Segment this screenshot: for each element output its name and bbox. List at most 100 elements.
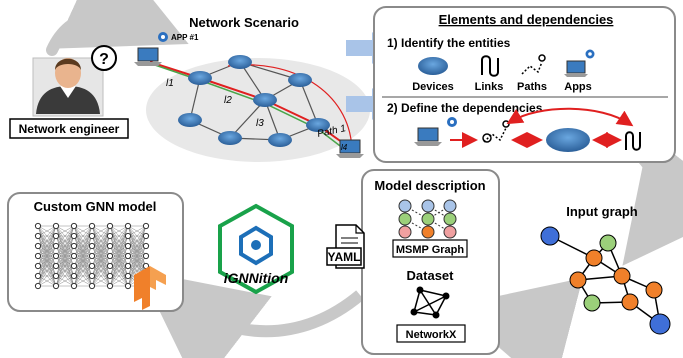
yaml-label: YAML (328, 250, 361, 264)
nn-neuron (34, 232, 42, 240)
nn-neuron (106, 232, 114, 240)
flow-arrow-engineer-to-scenario (46, 0, 189, 56)
nn-neuron (52, 282, 60, 290)
router-icon (178, 55, 330, 147)
ignnition-logo: iGNNition (218, 203, 294, 295)
nn-neuron (88, 272, 96, 280)
path-icon (483, 127, 507, 143)
laptop-destination-icon (336, 139, 364, 158)
nn-neuron (142, 242, 150, 250)
nn-neuron (142, 252, 150, 260)
neural-network-icon (34, 222, 150, 290)
nn-neuron (88, 222, 96, 230)
entity-devices-label: Devices (412, 81, 454, 93)
nn-neuron (34, 262, 42, 270)
networkx-box (396, 324, 466, 343)
entity-apps-label: Apps (564, 81, 592, 93)
yaml-file-icon: YAML (326, 224, 365, 269)
link-label-l4: l4 (341, 143, 348, 152)
nn-neuron (52, 262, 60, 270)
nn-neuron (88, 282, 96, 290)
router-icon (546, 128, 590, 152)
nn-neuron (124, 222, 132, 230)
nn-neuron (70, 272, 78, 280)
nn-neuron (124, 242, 132, 250)
nn-neuron (106, 272, 114, 280)
msmp-graph-box (392, 239, 468, 258)
nn-neuron (124, 282, 132, 290)
nn-neuron (88, 232, 96, 240)
step1-label: 1) Identify the entities (387, 36, 511, 50)
nn-neuron (88, 252, 96, 260)
app-gear-icon (158, 32, 168, 42)
nn-neuron (124, 252, 132, 260)
nn-neuron (88, 242, 96, 250)
entity-apps: Apps (564, 49, 595, 93)
logo-text: iGNNition (224, 270, 289, 286)
question-mark-icon: ? (91, 45, 117, 71)
nn-neuron (88, 262, 96, 270)
question-mark-text: ? (99, 51, 109, 68)
flow-arrow-graph-to-model (451, 277, 583, 358)
msmp-graph-icon (398, 199, 457, 239)
networkx-label: NetworkX (406, 329, 457, 341)
nn-neuron (34, 272, 42, 280)
nn-neuron (106, 252, 114, 260)
nn-neuron (106, 262, 114, 270)
nn-neuron (124, 232, 132, 240)
network-scenario-title: Network Scenario (189, 15, 299, 30)
nn-neuron (70, 262, 78, 270)
link-label-l1: l1 (166, 78, 174, 89)
link-label-l2: l2 (224, 95, 232, 106)
dataset-title: Dataset (407, 268, 455, 283)
nn-neuron (142, 222, 150, 230)
nn-neuron (52, 252, 60, 260)
nn-neuron (106, 242, 114, 250)
nn-neuron (52, 272, 60, 280)
nn-neuron (34, 252, 42, 260)
laptop-icon (566, 60, 586, 74)
laptop-source-icon (134, 47, 162, 66)
nn-neuron (34, 282, 42, 290)
nn-neuron (70, 242, 78, 250)
router-icon (418, 57, 448, 75)
nn-neuron (106, 282, 114, 290)
entity-links: Links (475, 55, 504, 93)
entity-links-label: Links (475, 81, 504, 93)
nn-neuron (52, 242, 60, 250)
entity-paths-label: Paths (517, 81, 547, 93)
nn-neuron (124, 262, 132, 270)
elements-panel-title: Elements and dependencies (439, 12, 614, 27)
nn-neuron (52, 222, 60, 230)
nn-neuron (70, 222, 78, 230)
nn-neuron (124, 272, 132, 280)
link-icon (625, 131, 641, 151)
flow-arrow-model-to-gnn (139, 270, 364, 358)
nn-neuron (142, 232, 150, 240)
laptop-icon (417, 127, 439, 142)
input-graph-title: Input graph (566, 204, 638, 219)
model-panel-title: Model description (374, 178, 485, 193)
dependency-chain (414, 107, 641, 152)
nn-neuron (70, 252, 78, 260)
entity-paths: Paths (517, 54, 547, 93)
tensorflow-logo-icon (134, 266, 166, 310)
nn-neuron (52, 232, 60, 240)
msmp-graph-label: MSMP Graph (396, 244, 465, 256)
input-graph (540, 226, 671, 335)
nn-neuron (70, 282, 78, 290)
nn-neuron (34, 242, 42, 250)
engineer-label-box (9, 118, 129, 139)
link-icon (481, 55, 499, 77)
networkx-graph-icon (410, 286, 450, 319)
nn-neuron (70, 232, 78, 240)
nn-neuron (34, 222, 42, 230)
link-label-l3: l3 (256, 118, 264, 129)
engineer-avatar-icon (32, 57, 104, 117)
step2-label: 2) Define the dependencies (387, 101, 543, 115)
network-scenario: APP #1 l1 l2 l3 l4 Path 1 (134, 32, 370, 162)
engineer-label: Network engineer (19, 122, 120, 136)
gnn-panel-title: Custom GNN model (34, 199, 157, 214)
entity-devices: Devices (412, 57, 454, 93)
